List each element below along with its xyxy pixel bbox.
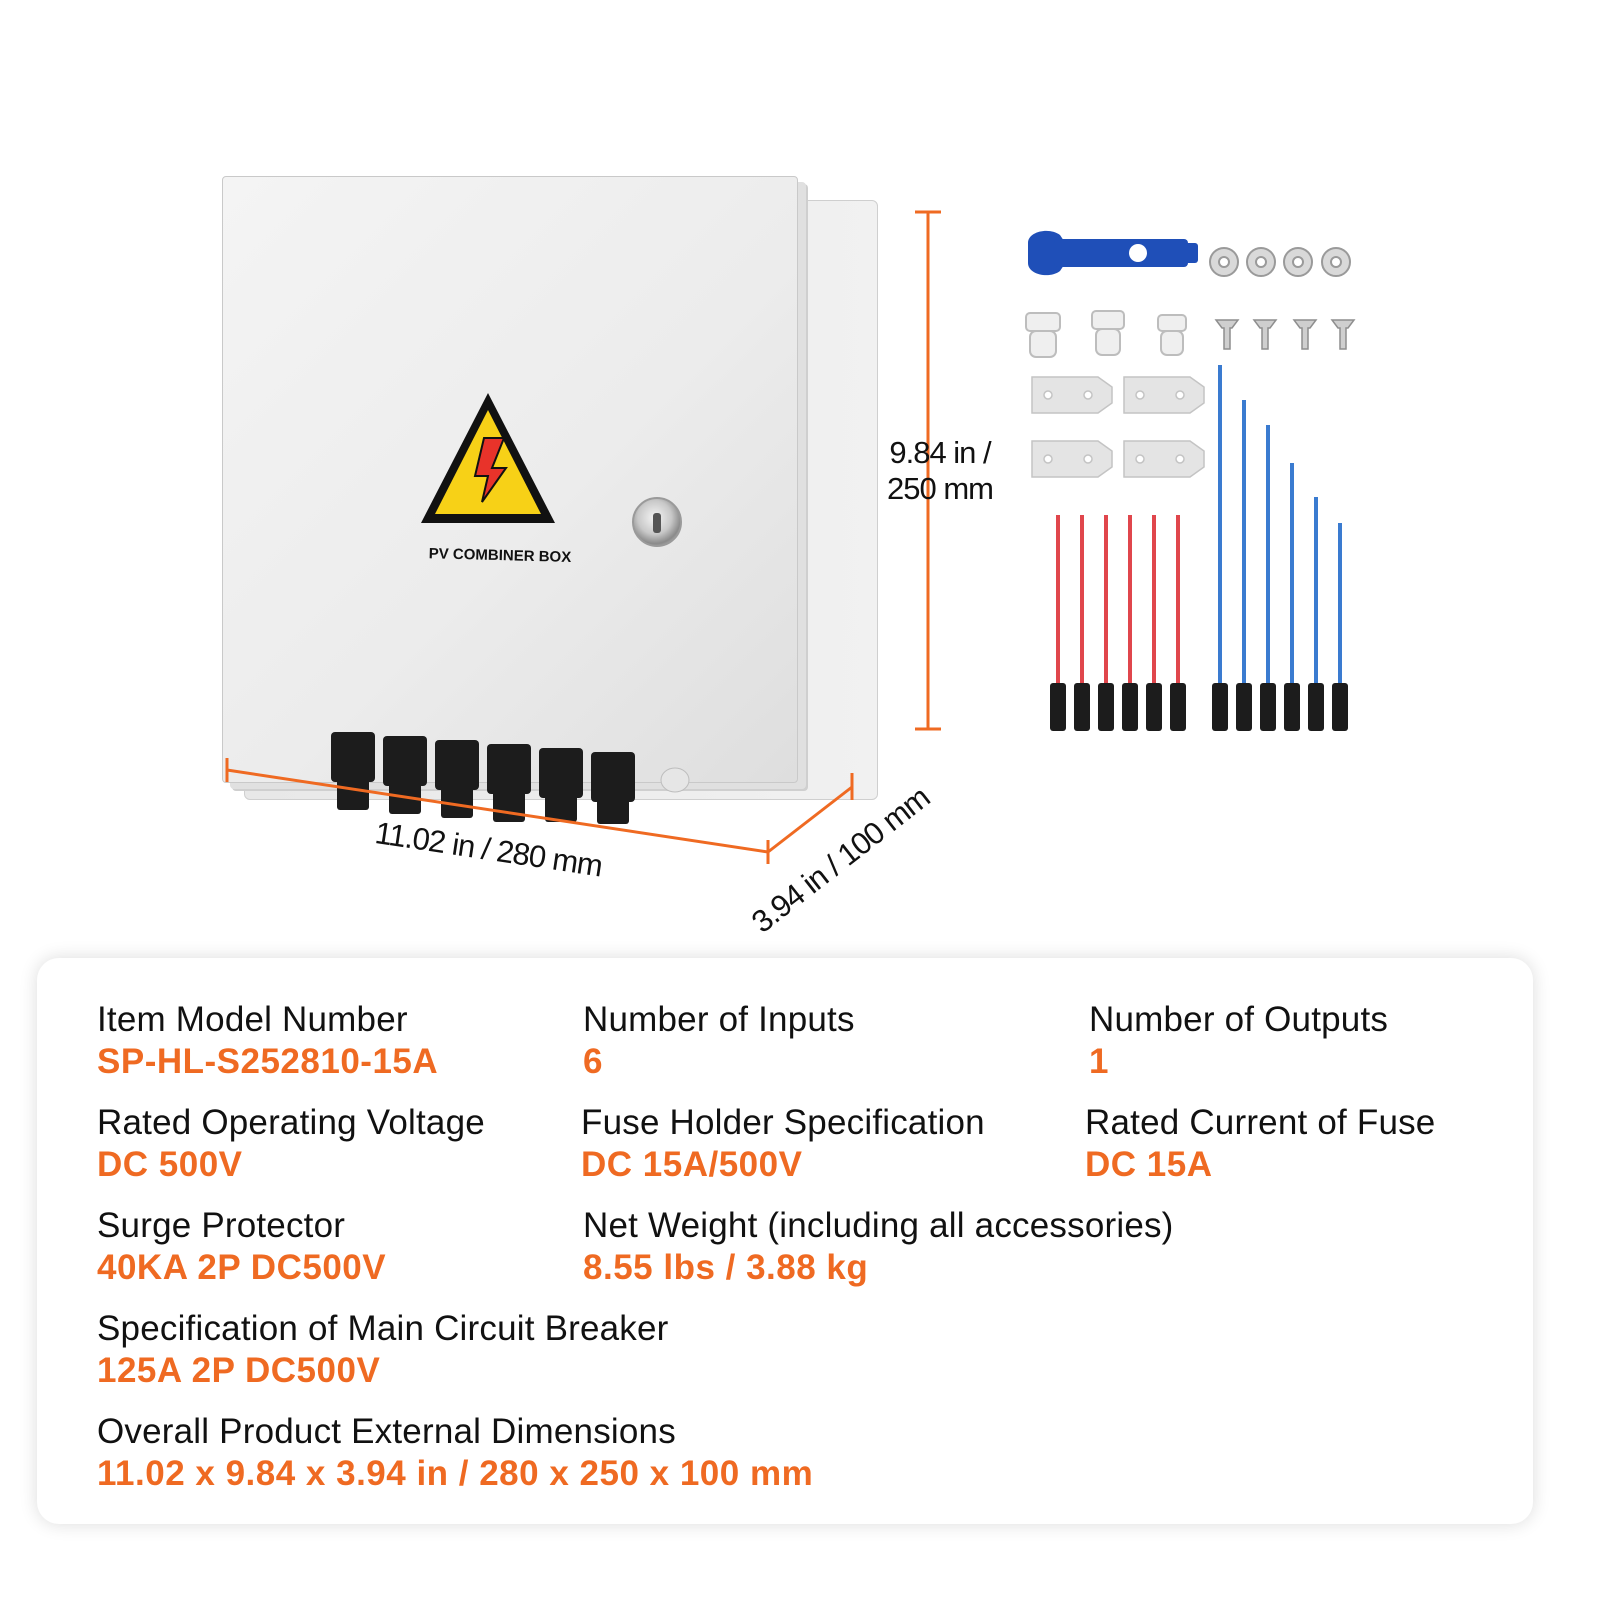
spec-value: DC 15A/500V: [581, 1145, 803, 1184]
spec-value: 11.02 x 9.84 x 3.94 in / 280 x 250 x 100…: [97, 1454, 814, 1493]
connector: [487, 744, 531, 794]
spec-label: Number of Outputs: [1089, 1000, 1389, 1039]
spec-label: Surge Protector: [97, 1206, 346, 1245]
spec-external-dimensions: Overall Product External Dimensions 11.0…: [97, 1412, 813, 1494]
connector: [591, 752, 635, 802]
spec-label: Overall Product External Dimensions: [97, 1412, 676, 1451]
spec-label: Item Model Number: [97, 1000, 408, 1039]
spec-label: Specification of Main Circuit Breaker: [97, 1309, 669, 1348]
height-dimension-label: 9.84 in / 250 mm: [865, 435, 1015, 507]
connector: [383, 736, 427, 786]
spec-value: DC 500V: [97, 1145, 243, 1184]
spec-value: 40KA 2P DC500V: [97, 1248, 387, 1287]
spec-value: SP-HL-S252810-15A: [97, 1042, 439, 1081]
spec-rated-operating-voltage: Rated Operating Voltage DC 500V: [97, 1103, 485, 1185]
spec-main-circuit-breaker: Specification of Main Circuit Breaker 12…: [97, 1309, 669, 1391]
height-dimension-line1: 9.84 in /: [889, 435, 991, 470]
spec-value: DC 15A: [1085, 1145, 1213, 1184]
height-dimension-line2: 250 mm: [887, 471, 994, 506]
spec-label: Rated Operating Voltage: [97, 1103, 485, 1142]
spec-label: Fuse Holder Specification: [581, 1103, 985, 1142]
spec-label: Number of Inputs: [583, 1000, 855, 1039]
key-lock: [632, 497, 682, 547]
dimension-lines: [225, 210, 941, 864]
specifications-panel: Item Model Number SP-HL-S252810-15A Numb…: [37, 958, 1533, 1524]
spec-model-number: Item Model Number SP-HL-S252810-15A: [97, 1000, 438, 1082]
connector: [435, 740, 479, 790]
spec-label: Net Weight (including all accessories): [583, 1206, 1174, 1245]
spec-rated-current-of-fuse: Rated Current of Fuse DC 15A: [1085, 1103, 1435, 1185]
spec-number-of-inputs: Number of Inputs 6: [583, 1000, 855, 1082]
washer-set: [1209, 247, 1351, 277]
mc4-wrench-icon: [1028, 230, 1198, 276]
spec-value: 8.55 lbs / 3.88 kg: [583, 1248, 869, 1287]
spec-value: 6: [583, 1042, 603, 1081]
cable-gland: [660, 767, 690, 793]
connector: [331, 732, 375, 782]
spec-value: 125A 2P DC500V: [97, 1351, 381, 1390]
connector: [539, 748, 583, 798]
high-voltage-warning-icon: [421, 393, 555, 523]
spec-label: Rated Current of Fuse: [1085, 1103, 1436, 1142]
red-cable-set: [1050, 515, 1186, 731]
spec-surge-protector: Surge Protector 40KA 2P DC500V: [97, 1206, 386, 1288]
spec-net-weight: Net Weight (including all accessories) 8…: [583, 1206, 1174, 1288]
spec-number-of-outputs: Number of Outputs 1: [1089, 1000, 1388, 1082]
blue-cable-set: [1212, 365, 1348, 731]
screw-set: [1214, 319, 1356, 350]
spec-value: 1: [1089, 1042, 1109, 1081]
cable-gland-set: [1025, 310, 1187, 358]
accessories-kit: [1025, 230, 1356, 731]
mounting-bracket-set: [1031, 376, 1205, 478]
spec-fuse-holder: Fuse Holder Specification DC 15A/500V: [581, 1103, 985, 1185]
